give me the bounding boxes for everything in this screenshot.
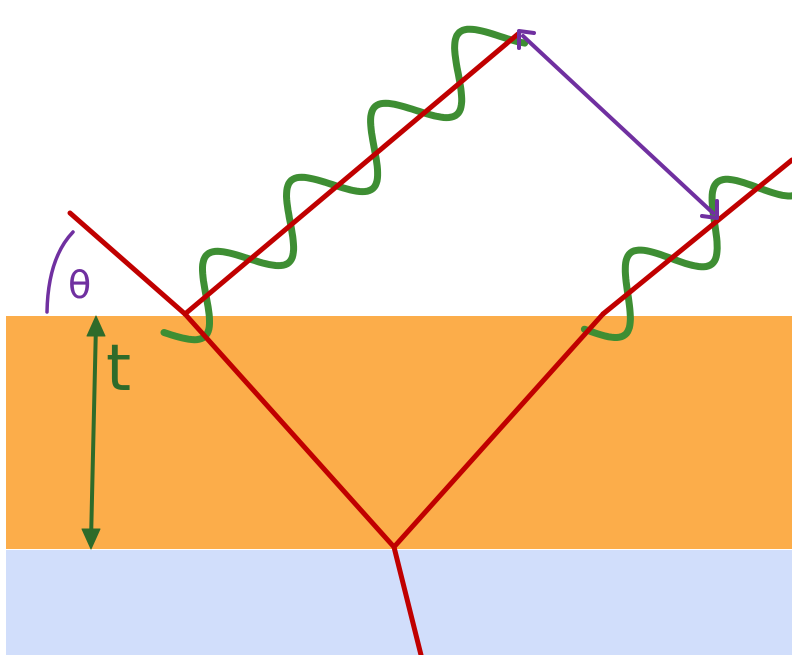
thickness-arrow-head-bottom bbox=[81, 528, 101, 550]
reflected-wave-1 bbox=[160, 25, 529, 344]
thickness-arrow-head-top bbox=[86, 315, 106, 337]
refracted-ray-in-film bbox=[182, 311, 397, 550]
reflected-wave-2 bbox=[580, 175, 792, 341]
angle-label: θ bbox=[68, 263, 91, 307]
film-layer bbox=[6, 316, 792, 549]
internally-reflected-ray bbox=[391, 311, 606, 550]
thickness-arrow bbox=[81, 315, 106, 550]
reflected-ray-1 bbox=[182, 31, 521, 317]
path-difference-arrow bbox=[517, 29, 719, 220]
incident-ray bbox=[67, 210, 188, 317]
transmitted-ray bbox=[391, 544, 424, 655]
angle-arc bbox=[45, 230, 75, 314]
reflected-ray-2 bbox=[600, 157, 792, 317]
thickness-label: t bbox=[106, 332, 131, 406]
